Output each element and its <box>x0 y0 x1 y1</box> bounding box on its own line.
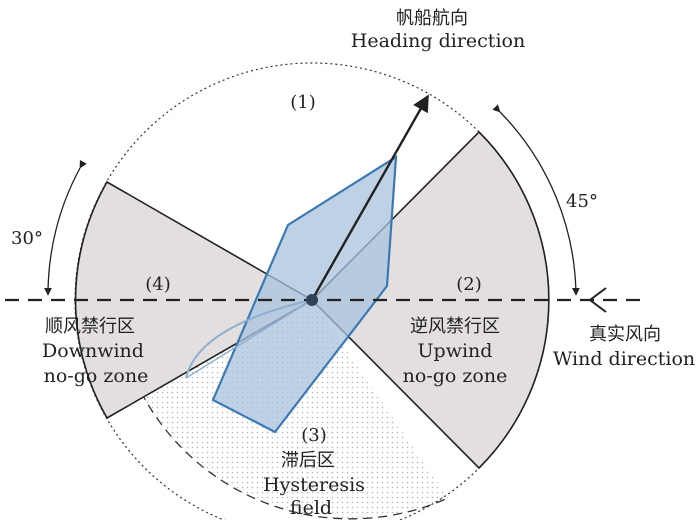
heading-arrow <box>310 94 430 301</box>
angle-45-label: 45° <box>566 191 598 212</box>
hysteresis-label-en2: field <box>290 497 332 519</box>
downwind-angle-arc <box>44 159 87 296</box>
angle-30-label: 30° <box>11 228 43 249</box>
wind-label-cn: 真实风向 <box>589 324 661 345</box>
upwind-label-cn: 逆风禁行区 <box>410 316 500 337</box>
hysteresis-label-en1: Hysteresis <box>263 474 365 496</box>
hysteresis-label-cn: 滞后区 <box>281 450 335 471</box>
region-2-number: (2) <box>456 274 482 295</box>
wind-label-en: Wind direction <box>553 348 695 370</box>
downwind-label-cn: 顺风禁行区 <box>45 316 135 337</box>
upwind-label-en1: Upwind <box>418 340 493 362</box>
region-4-number: (4) <box>145 274 171 295</box>
upwind-label-en2: no-go zone <box>403 365 508 387</box>
hysteresis-arc <box>140 391 449 520</box>
sail-foot <box>185 299 313 379</box>
downwind-label-en1: Downwind <box>42 340 144 362</box>
pivot-point <box>306 294 318 306</box>
region-1-number: (1) <box>290 92 316 113</box>
heading-label-cn: 帆船航向 <box>396 8 468 29</box>
heading-label-en: Heading direction <box>351 30 525 52</box>
upwind-angle-arc <box>492 104 580 296</box>
downwind-label-en2: no-go zone <box>44 365 149 387</box>
wind-direction-arrow <box>588 287 607 313</box>
boat-hull <box>211 154 398 434</box>
region-3-number: (3) <box>301 425 327 446</box>
sail-curve <box>185 299 313 379</box>
